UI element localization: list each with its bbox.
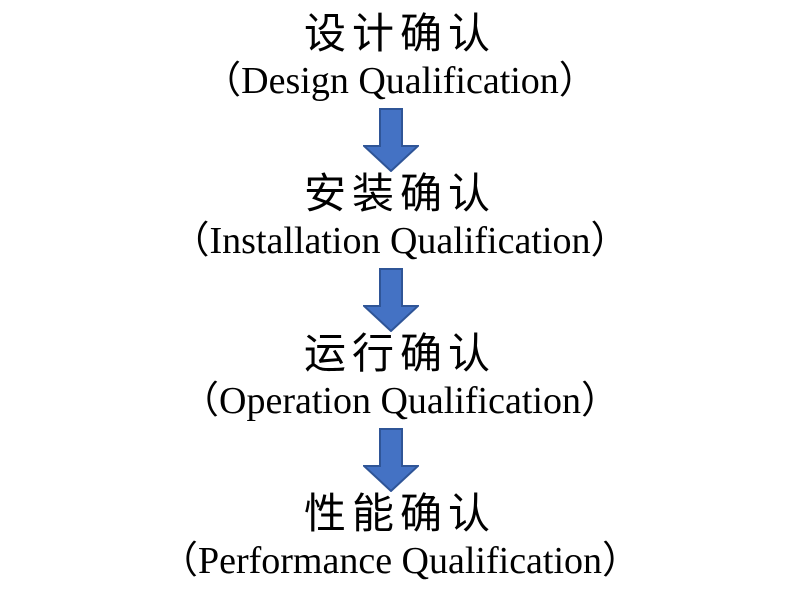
down-arrow-icon [363,268,419,332]
stage-title-cn: 运行确认 [303,332,496,378]
stage-title-en: （Operation Qualification） [181,380,619,422]
stage-title-cn: 设计确认 [303,12,496,58]
down-arrow-shape [363,428,419,492]
down-arrow-shape [363,268,419,332]
stage-title-en: （Design Qualification） [203,60,597,102]
stage-title-cn: 安装确认 [303,172,496,218]
down-arrow-shape [363,108,419,172]
stage-title-en: （Performance Qualification） [159,540,641,582]
stage-design-qualification: 设计确认 （Design Qualification） [203,12,597,104]
stage-performance-qualification: 性能确认 （Performance Qualification） [160,492,640,584]
down-arrow-icon [363,428,419,492]
stage-title-cn: 性能确认 [303,492,496,538]
down-arrow-icon [363,108,419,172]
stage-title-en: （Installation Qualification） [171,220,629,262]
stage-operation-qualification: 运行确认 （Operation Qualification） [181,332,619,424]
stage-installation-qualification: 安装确认 （Installation Qualification） [172,172,629,264]
